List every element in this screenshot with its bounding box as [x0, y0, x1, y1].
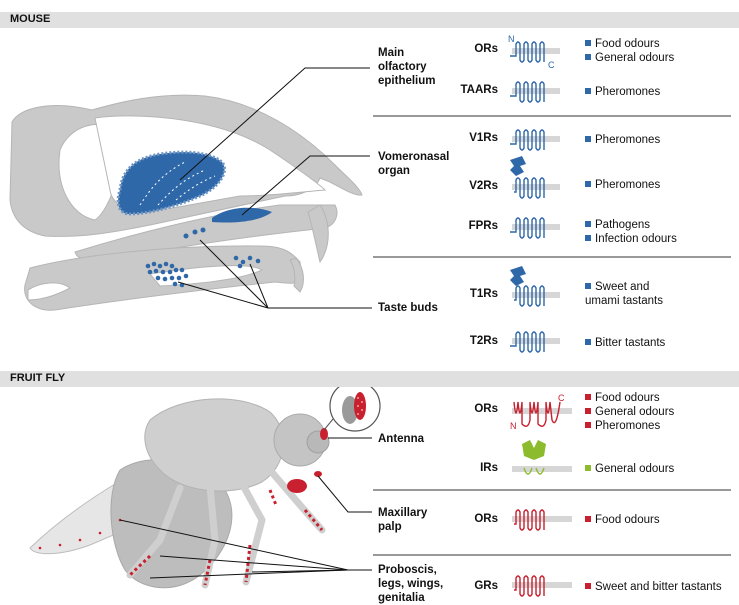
fly-section-title: FRUIT FLY [10, 372, 65, 384]
maxillary-palp-label: Maxillary palp [378, 506, 427, 534]
taste-buds-label: Taste buds [378, 301, 438, 315]
ligand-item: Pathogens [585, 218, 650, 232]
ligand-item: Food odours [585, 513, 660, 527]
ligand-item: Pheromones [585, 133, 660, 147]
mouse-receptor-icons [510, 42, 560, 352]
mouse-receptor-t1rs: T1Rs [438, 288, 498, 300]
ligand-item: Sweet and umami tastants [585, 280, 663, 308]
ligand-item: Food odours [585, 37, 660, 51]
mouse-receptor-v2rs: V2Rs [438, 180, 498, 192]
or-n-terminus-label: N [508, 32, 515, 46]
proboscis-legs-wings-genitalia-label: Proboscis, legs, wings, genitalia [378, 563, 443, 605]
main-olfactory-epithelium-label: Main olfactory epithelium [378, 46, 436, 88]
ligand-item: General odours [585, 405, 674, 419]
mouse-receptor-ors: ORs [438, 43, 498, 55]
mouse-receptor-v1rs: V1Rs [438, 132, 498, 144]
vomeronasal-organ-label: Vomeronasal organ [378, 150, 449, 178]
ligand-item: General odours [585, 462, 674, 476]
fly-ir-receptor-icon [512, 440, 572, 474]
ligand-item: Food odours [585, 391, 660, 405]
fly-receptor-ors: ORs [438, 403, 498, 415]
mouse-receptor-taars: TAARs [438, 84, 498, 96]
ligand-item: Pheromones [585, 178, 660, 192]
antenna-label: Antenna [378, 432, 424, 446]
fly-receptor-grs: GRs [438, 580, 498, 592]
or-c-terminus-label: C [548, 58, 555, 72]
fly-receptor-ors-palp: ORs [438, 513, 498, 525]
mouse-receptor-fprs: FPRs [438, 220, 498, 232]
mouse-receptor-t2rs: T2Rs [438, 335, 498, 347]
ligand-item: Bitter tastants [585, 336, 665, 350]
fly-receptor-irs: IRs [438, 462, 498, 474]
fly-section-header: FRUIT FLY [0, 371, 739, 387]
ligand-item: Pheromones [585, 85, 660, 99]
ligand-item: Sweet and bitter tastants [585, 580, 722, 594]
ligand-item: Infection odours [585, 232, 677, 246]
ligand-item: Pheromones [585, 419, 660, 433]
ligand-item: General odours [585, 51, 674, 65]
fly-receptor-icons [512, 402, 572, 596]
fruit-fly-illustration [30, 381, 380, 588]
fly-or-n-terminus-label: N [510, 419, 517, 433]
fly-or-c-terminus-label: C [558, 391, 565, 405]
